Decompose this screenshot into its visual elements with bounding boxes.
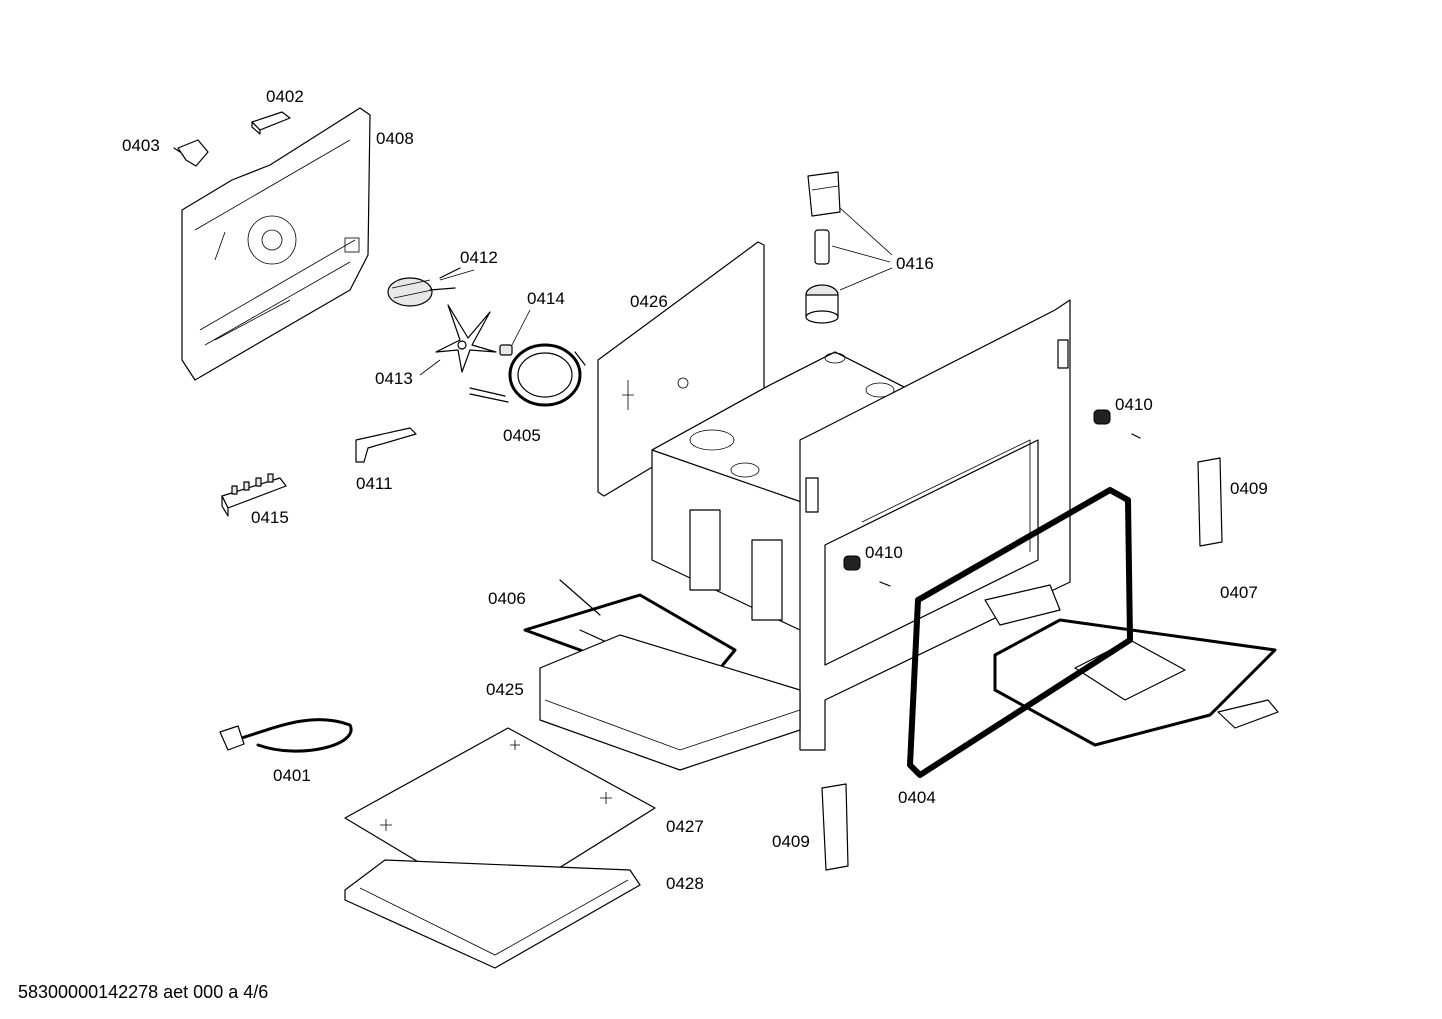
label-0410-lower: 0410 (865, 543, 903, 562)
grill-bracket-part (1217, 699, 1279, 729)
label-0427: 0427 (666, 817, 704, 836)
label-0411: 0411 (356, 474, 393, 493)
fan-motor-part (387, 267, 461, 307)
grill-element-part (984, 584, 1277, 747)
back-panel-part (181, 107, 371, 381)
label-0413: 0413 (375, 369, 413, 388)
label-0426: 0426 (630, 292, 668, 311)
terminal-block-part (221, 473, 287, 517)
label-0404: 0404 (898, 788, 936, 807)
connector-part (173, 139, 209, 167)
label-0410-upper: 0410 (1115, 395, 1153, 414)
fan-blade-part (435, 304, 497, 373)
label-0403: 0403 (122, 136, 160, 155)
label-0406: 0406 (488, 589, 526, 608)
label-0412: 0412 (460, 248, 498, 267)
hinge-receiver-parts (843, 409, 1141, 587)
label-0414: 0414 (527, 289, 565, 308)
ring-heater-part (469, 343, 586, 407)
label-0428: 0428 (666, 874, 704, 893)
hinge-parts (821, 457, 1223, 871)
label-0402: 0402 (266, 87, 304, 106)
label-0401: 0401 (273, 766, 311, 785)
lamp-parts (805, 171, 893, 324)
label-0415: 0415 (251, 508, 289, 527)
nut-part (499, 344, 513, 356)
power-cable-part (219, 718, 353, 753)
label-0425: 0425 (486, 680, 524, 699)
label-0408: 0408 (376, 129, 414, 148)
label-0405: 0405 (503, 426, 541, 445)
insulation-part (539, 634, 801, 771)
front-frame-part (799, 299, 1071, 751)
label-0407: 0407 (1220, 583, 1258, 602)
document-id-footer: 58300000142278 aet 000 a 4/6 (18, 982, 269, 1002)
leader-lines (419, 269, 531, 376)
switch-part (251, 111, 291, 135)
bottom-tray-part (344, 859, 641, 969)
bracket-part (355, 427, 417, 463)
label-0409-lower: 0409 (772, 832, 810, 851)
label-0409-upper: 0409 (1230, 479, 1268, 498)
label-0416: 0416 (896, 254, 934, 273)
